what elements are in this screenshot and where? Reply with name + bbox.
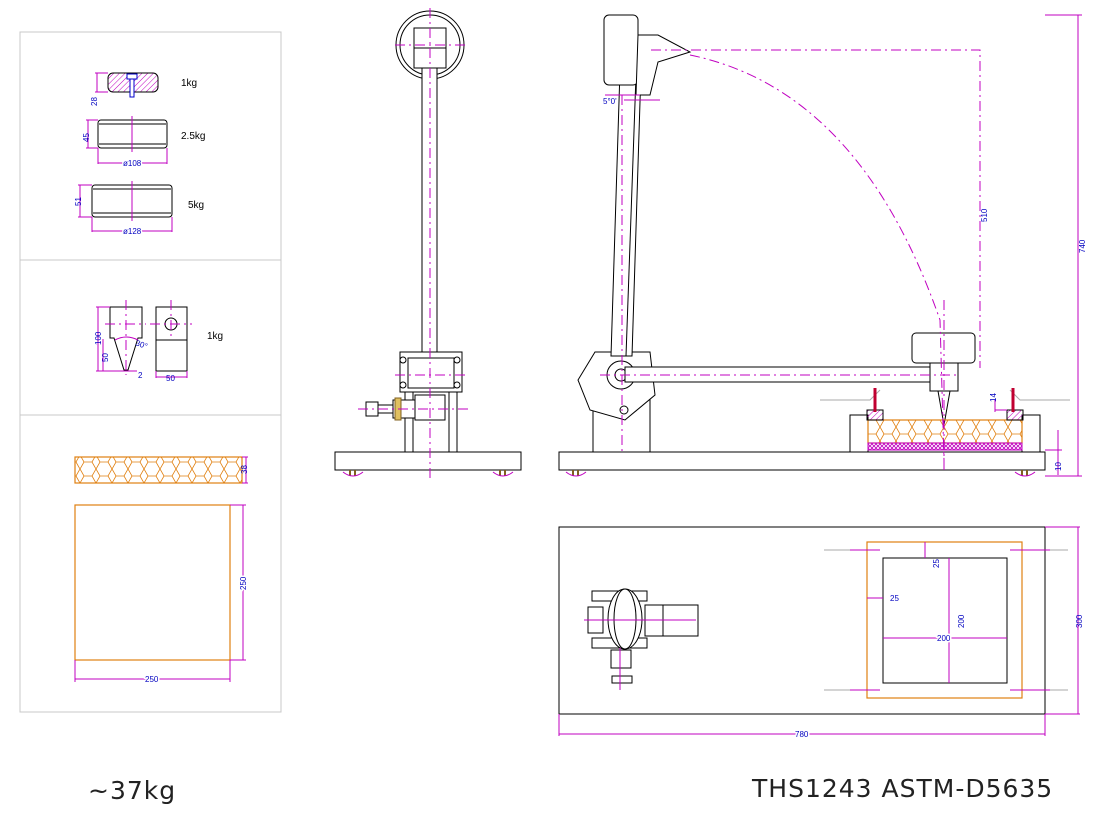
dim-striker-tip: 2 xyxy=(138,371,143,380)
dim-drop-height: 510 xyxy=(980,208,989,222)
dim-5kg-height: 51 xyxy=(74,197,83,206)
dim-window-width: 200 xyxy=(937,634,951,643)
dim-margin-left: 25 xyxy=(890,594,899,603)
accessory-panel: 28 1kg 45 ø108 2.5kg 51 ø128 5kg xyxy=(19,31,282,713)
dim-base: 10 xyxy=(1054,462,1063,471)
dim-total-height: 740 xyxy=(1078,239,1087,253)
dim-striker-angle: 30° xyxy=(134,338,148,351)
dim-5kg-diameter: ø128 xyxy=(123,227,142,236)
dim-specimen-side: 250 xyxy=(239,576,248,590)
dim-length: 780 xyxy=(795,730,809,739)
dim-striker-notch: 50 xyxy=(101,353,110,362)
weight-2-5kg-label: 2.5kg xyxy=(181,131,205,142)
dim-angle: 5°0' xyxy=(603,97,617,106)
weight-1kg: 28 1kg xyxy=(90,72,197,106)
dim-2-5kg-diameter: ø108 xyxy=(123,159,142,168)
dim-specimen-thickness: 38 xyxy=(240,465,249,474)
front-view xyxy=(334,8,522,480)
dim-specimen-width: 250 xyxy=(145,675,159,684)
dim-striker-height: 100 xyxy=(94,331,103,345)
weight-2-5kg: 45 ø108 2.5kg xyxy=(82,116,205,170)
striker-weight-label: 1kg xyxy=(207,331,223,342)
model-label: THS1243 ASTM-D5635 xyxy=(751,774,1053,803)
dim-window-height: 200 xyxy=(957,614,966,628)
weight-5kg: 51 ø128 5kg xyxy=(74,181,204,238)
weight-1kg-label: 1kg xyxy=(181,78,197,89)
specimen-drawing: 38 250 250 xyxy=(74,456,250,686)
dim-2-5kg-height: 45 xyxy=(82,133,91,142)
weight-5kg-label: 5kg xyxy=(188,200,204,211)
dim-depth: 300 xyxy=(1075,614,1084,628)
dim-clamp: 14 xyxy=(989,393,998,402)
total-weight-label: ~37kg xyxy=(88,776,176,805)
dim-1kg-height: 28 xyxy=(90,97,99,106)
top-view: 25 25 200 200 300 780 xyxy=(558,526,1084,741)
dim-striker-width: 50 xyxy=(166,374,175,383)
side-view: 5°0' 510 740 14 10 xyxy=(558,14,1087,477)
dim-margin-top: 25 xyxy=(932,559,941,568)
striker-drawing: 100 50 30° 2 50 1kg xyxy=(94,300,223,383)
